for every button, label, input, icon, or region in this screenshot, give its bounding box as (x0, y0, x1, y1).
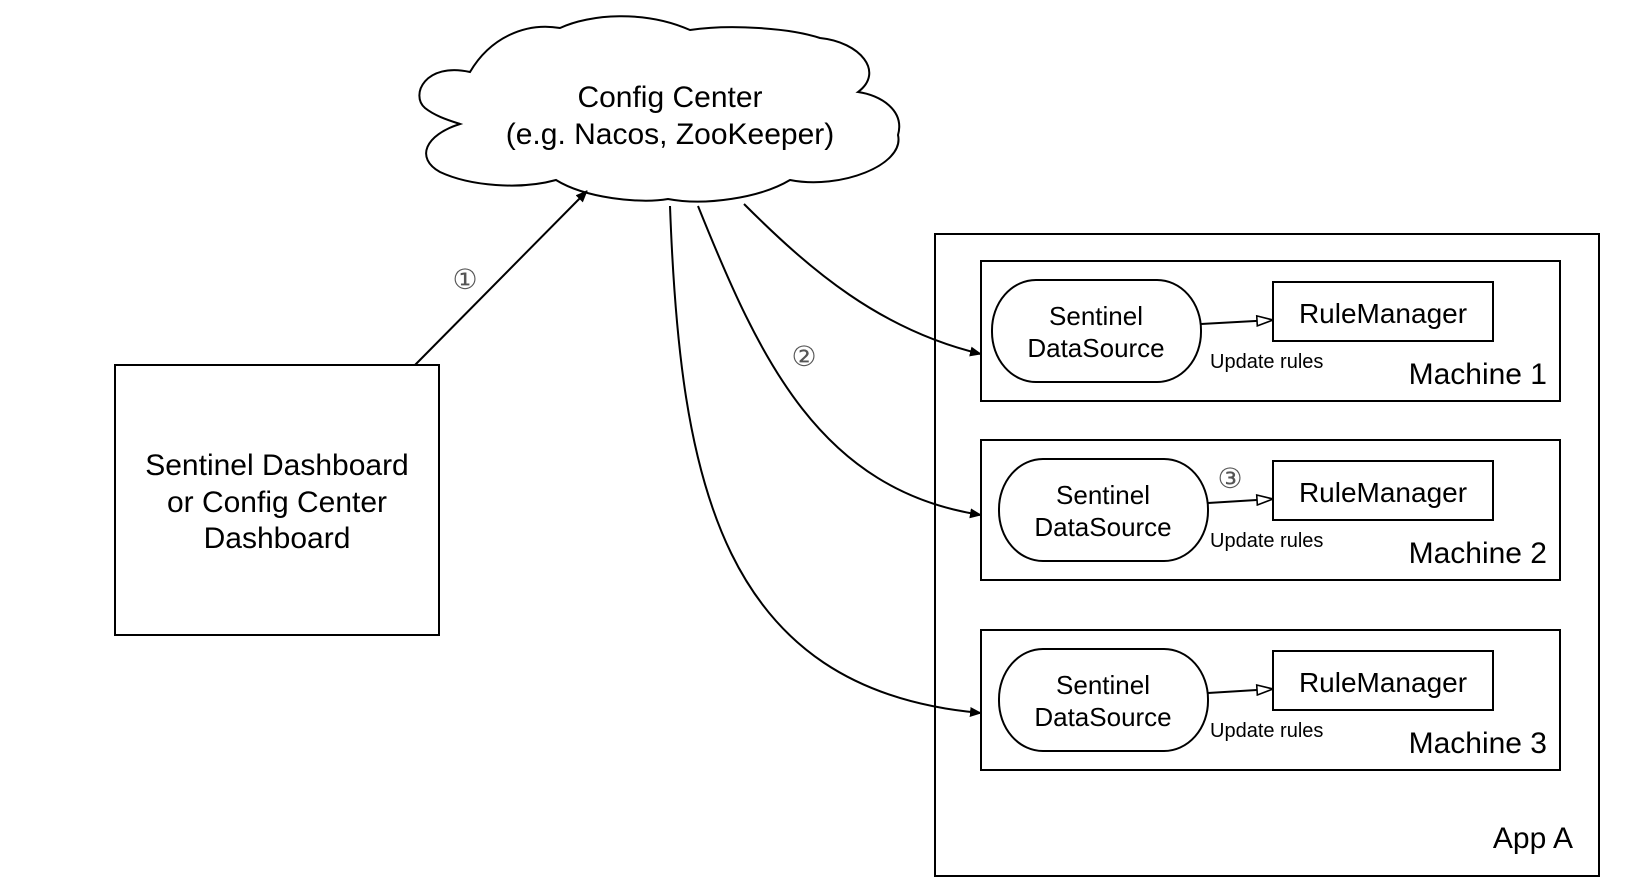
rule-manager-box (1272, 460, 1494, 521)
datasource-label-line1: Sentinel (1049, 301, 1143, 331)
datasource-label-line1: Sentinel (1056, 480, 1150, 510)
config-center-subtitle: (e.g. Nacos, ZooKeeper) (506, 118, 835, 151)
step-1-marker: ① (452, 264, 477, 295)
machine-label: Machine 1 (1409, 358, 1547, 391)
push-arrow-machine-3 (669, 205, 982, 718)
datasource-label-line2: DataSource (1034, 512, 1171, 542)
datasource-node (998, 458, 1209, 562)
dashboard-box (114, 364, 440, 636)
machine-1: Sentinel DataSource RuleManager Update r… (980, 260, 1561, 402)
dashboard-label-line1: Sentinel Dashboard (145, 449, 409, 482)
rule-manager-label: RuleManager (1299, 477, 1467, 508)
push-arrow-machine-2 (697, 205, 982, 519)
update-rules-arrow (1207, 499, 1273, 503)
cloud-shape (418, 15, 901, 203)
datasource-label-line2: DataSource (1034, 702, 1171, 732)
step-3-marker: ③ (1217, 463, 1242, 494)
datasource-label-line1: Sentinel (1056, 670, 1150, 700)
machine-label: Machine 2 (1409, 537, 1547, 570)
config-center-title: Config Center (577, 81, 762, 114)
publish-arrow (414, 190, 588, 366)
step-2-marker: ② (791, 341, 816, 372)
rule-manager-box (1272, 650, 1494, 711)
update-rules-label: Update rules (1210, 720, 1323, 742)
push-arrow-machine-1 (743, 203, 982, 357)
app-container: App A (934, 233, 1600, 877)
rule-manager-label: RuleManager (1299, 298, 1467, 329)
datasource-node (991, 279, 1202, 383)
config-center-cloud: Config Center (e.g. Nacos, ZooKeeper) (418, 15, 901, 203)
app-box (934, 233, 1600, 877)
datasource-label-line2: DataSource (1027, 333, 1164, 363)
machine-label: Machine 3 (1409, 727, 1547, 760)
update-rules-label: Update rules (1210, 530, 1323, 552)
machine-2: Sentinel DataSource RuleManager Update r… (980, 439, 1561, 581)
update-rules-arrow (1207, 689, 1273, 693)
rule-manager-label: RuleManager (1299, 667, 1467, 698)
update-rules-label: Update rules (1210, 351, 1323, 373)
rule-manager-box (1272, 281, 1494, 342)
datasource-node (998, 648, 1209, 752)
dashboard-node: Sentinel Dashboard or Config Center Dash… (114, 364, 440, 636)
machine-3: Sentinel DataSource RuleManager Update r… (980, 629, 1561, 771)
app-label: App A (1493, 822, 1573, 855)
dashboard-label-line3: Dashboard (204, 522, 351, 555)
update-rules-arrow (1200, 320, 1273, 324)
dashboard-label-line2: or Config Center (167, 486, 387, 519)
